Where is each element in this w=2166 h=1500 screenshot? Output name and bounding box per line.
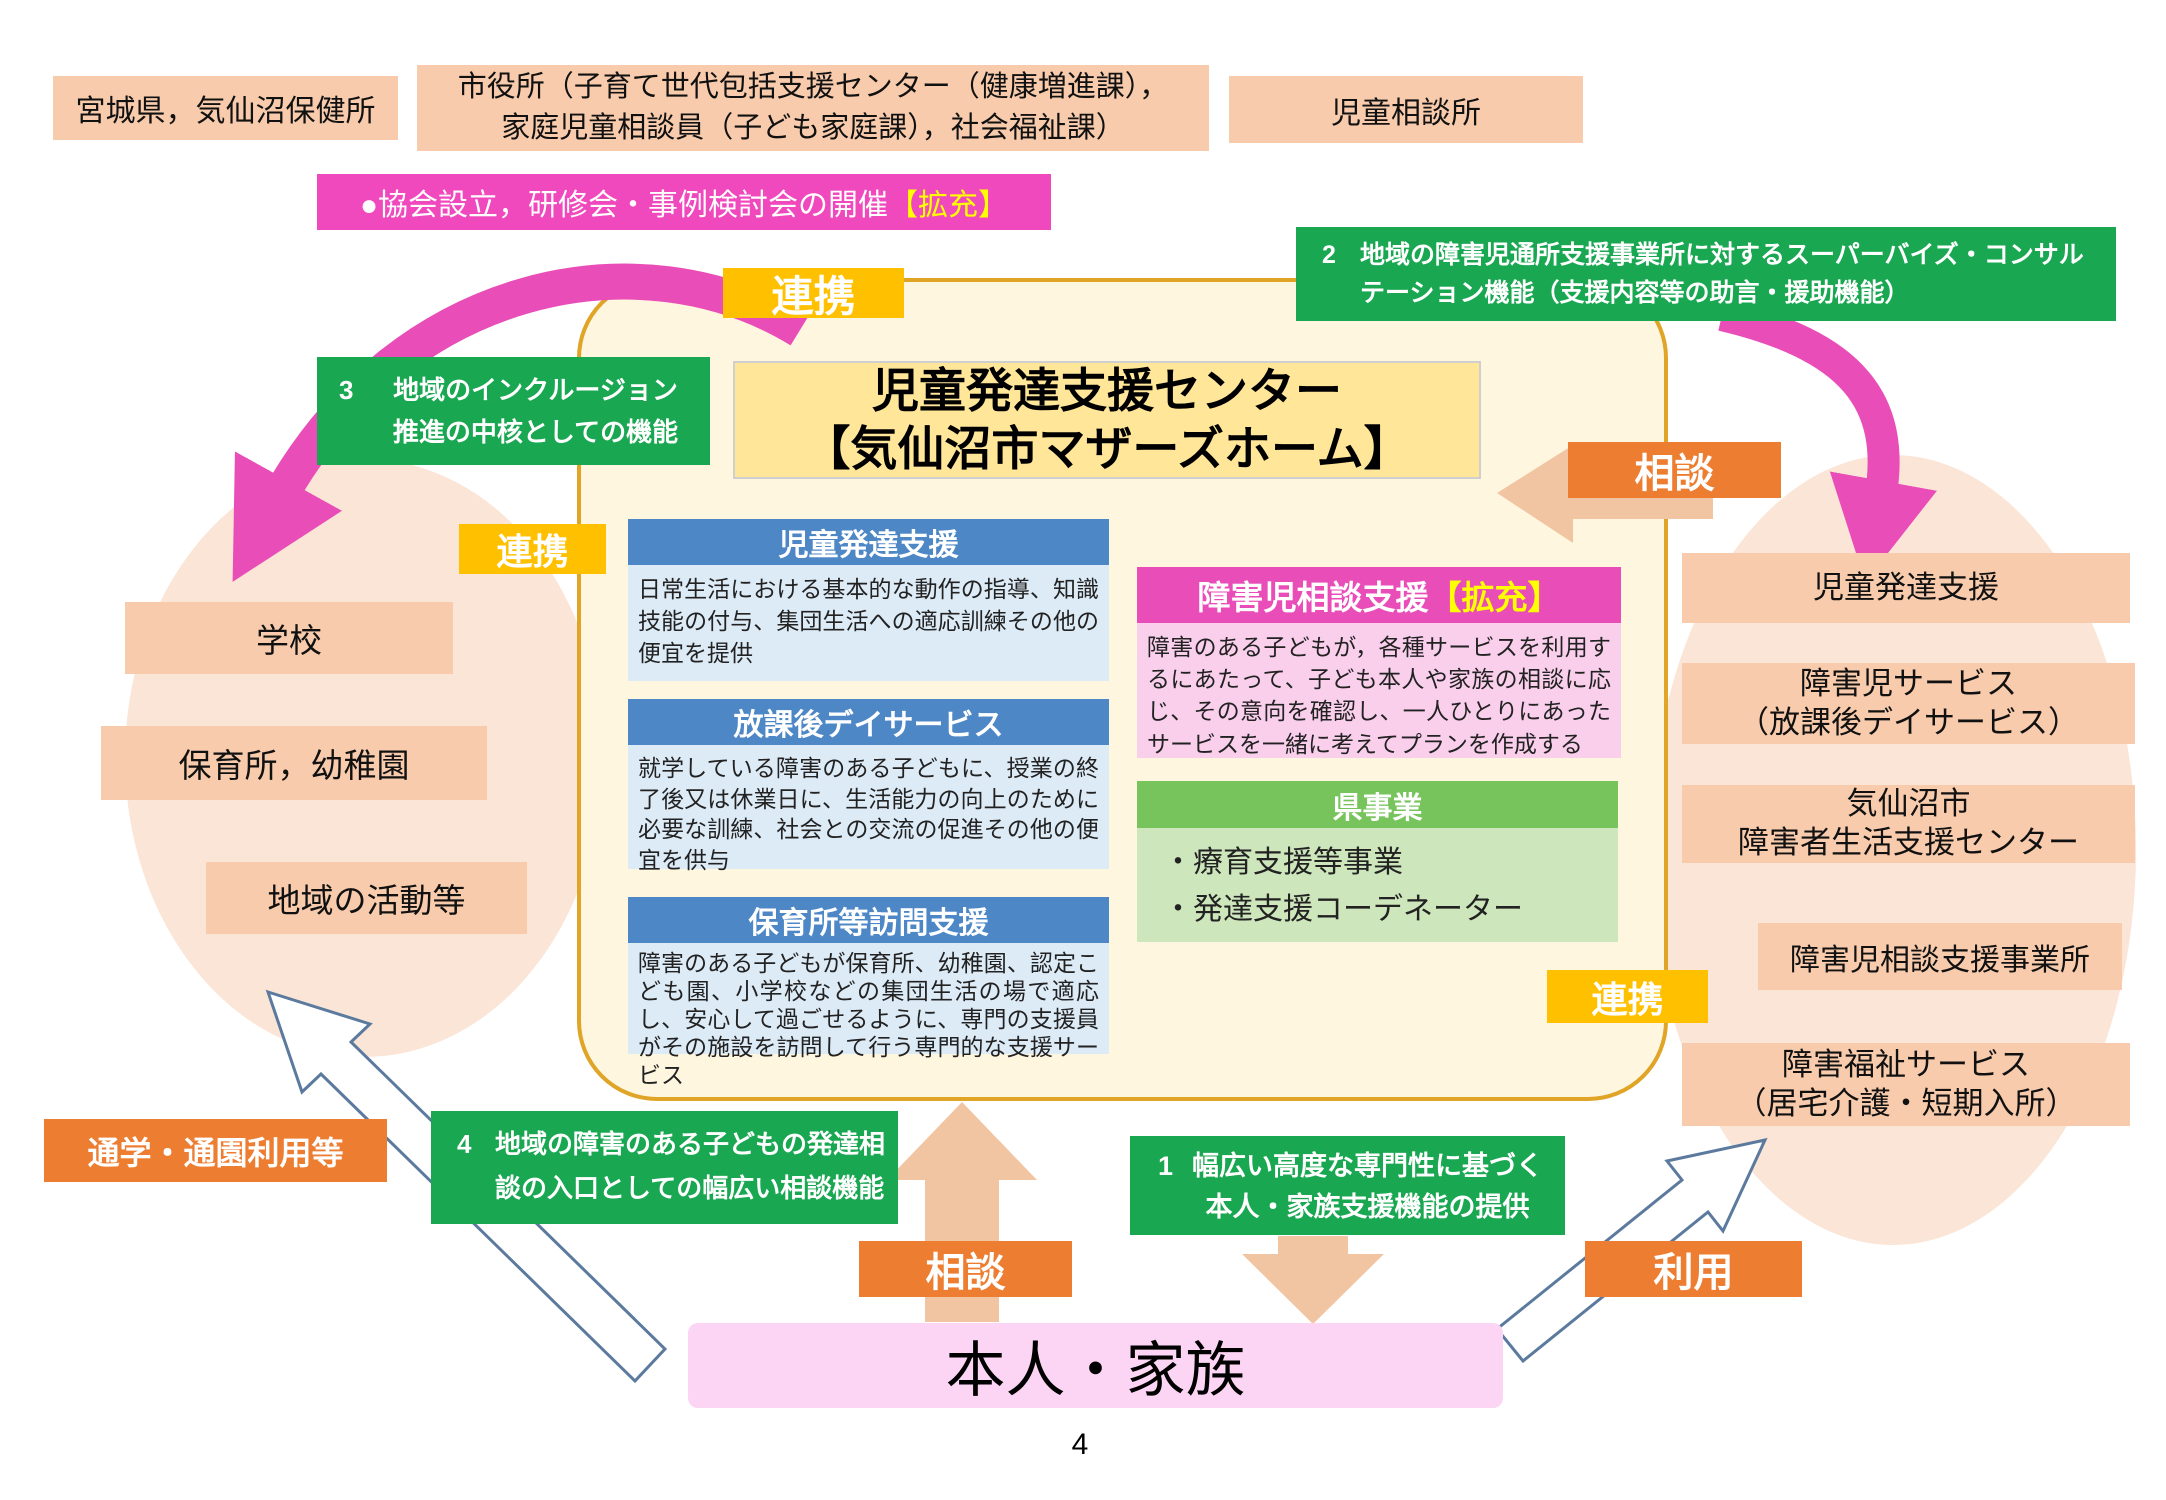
function-4-box: 4 地域の障害のある子どもの発達相 談の入口としての幅広い相談機能: [431, 1111, 898, 1224]
consult-support-header: 障害児相談支援【拡充】: [1137, 567, 1621, 623]
pref-item-ryoiku: ・療育支援等事業: [1163, 846, 1403, 879]
service-header-jidou: 児童発達支援: [628, 519, 1109, 565]
sodan-label-bottom: 相談: [859, 1241, 1072, 1297]
right-item-shougaiji-service: 障害児サービス （放課後デイサービス）: [1682, 663, 2135, 744]
page-number: 4: [1071, 1428, 1089, 1461]
function-1-number: 1: [1158, 1151, 1174, 1181]
renkei-label-bottom-right: 連携: [1547, 970, 1708, 1023]
consult-support-body: 障害のある子どもが，各種サービスを利用するにあたって、子ども本人や家族の相談に応…: [1137, 623, 1621, 758]
right-item-fukushi-service: 障害福祉サービス （居宅介護・短期入所）: [1682, 1043, 2130, 1126]
tsugaku-label: 通学・通園利用等: [44, 1119, 387, 1182]
function-4-number: 4: [457, 1129, 472, 1159]
pref-business-body: ・療育支援等事業 ・発達支援コーデネーター: [1137, 828, 1618, 942]
pref-business-header: 県事業: [1137, 781, 1618, 828]
service-body-jidou: 日常生活における基本的な動作の指導、知識技能の付与、集団生活への適応訓練その他の…: [628, 565, 1109, 681]
announcement-text: ●協会設立，研修会・事例検討会の開催: [359, 189, 889, 222]
announcement-highlight: 【拡充】: [888, 189, 1009, 222]
function-3-number: 3: [339, 375, 354, 405]
center-title: 児童発達支援センター 【気仙沼市マザーズホーム】: [733, 361, 1481, 479]
org-city-hall: 市役所（子育て世代包括支援センター（健康増進課）， 家庭児童相談員（子ども家庭課…: [417, 65, 1209, 151]
org-child-consultation-center: 児童相談所: [1229, 76, 1583, 143]
org-prefecture-health-office: 宮城県，気仙沼保健所: [53, 76, 398, 140]
pref-item-coordinator: ・発達支援コーデネーター: [1163, 892, 1523, 926]
renkei-label-top: 連携: [723, 268, 904, 320]
function-4-text: 地域の障害のある子どもの発達相 談の入口としての幅広い相談機能: [495, 1129, 886, 1203]
support-arrow-down: [1242, 1236, 1384, 1324]
association-announcement-bar: ●協会設立，研修会・事例検討会の開催【拡充】: [317, 174, 1051, 230]
right-item-seikatsu-center: 気仙沼市 障害者生活支援センター: [1682, 785, 2135, 863]
right-item-soudan-jigyousho: 障害児相談支援事業所: [1758, 923, 2122, 990]
left-item-nursery: 保育所，幼稚園: [101, 726, 487, 800]
left-item-school: 学校: [125, 602, 453, 674]
service-header-houmon: 保育所等訪問支援: [628, 897, 1109, 943]
function-2-box: 2 地域の障害児通所支援事業所に対するスーパーバイズ・コンサル テーション機能（…: [1296, 227, 2116, 321]
function-1-box: 1 幅広い高度な専門性に基づく 本人・家族支援機能の提供: [1130, 1136, 1565, 1235]
service-header-houkago: 放課後デイサービス: [628, 699, 1109, 745]
function-3-text: 地域のインクルージョン 推進の中核としての機能: [392, 375, 679, 448]
right-item-jidou-shien: 児童発達支援: [1682, 553, 2130, 623]
riyo-label: 利用: [1585, 1241, 1802, 1297]
left-item-community: 地域の活動等: [206, 862, 527, 934]
function-1-text: 幅広い高度な専門性に基づく 本人・家族支援機能の提供: [1192, 1151, 1543, 1222]
family-box: 本人・家族: [688, 1323, 1503, 1408]
function-3-box: 3 地域のインクルージョン 推進の中核としての機能: [317, 357, 710, 465]
sodan-label-right: 相談: [1568, 442, 1781, 498]
service-body-houmon: 障害のある子どもが保育所、幼稚園、認定こども園、小学校などの集団生活の場で適応し…: [628, 943, 1109, 1088]
renkei-label-left: 連携: [459, 524, 606, 574]
function-2-number: 2: [1322, 241, 1336, 269]
consult-support-highlight: 【拡充】: [1428, 579, 1561, 616]
service-body-houkago: 就学している障害のある子どもに、授業の終了後又は休業日に、生活能力の向上のために…: [628, 745, 1109, 873]
consult-support-title: 障害児相談支援: [1197, 579, 1429, 616]
function-2-text: 地域の障害児通所支援事業所に対するスーパーバイズ・コンサル テーション機能（支援…: [1360, 241, 2084, 307]
